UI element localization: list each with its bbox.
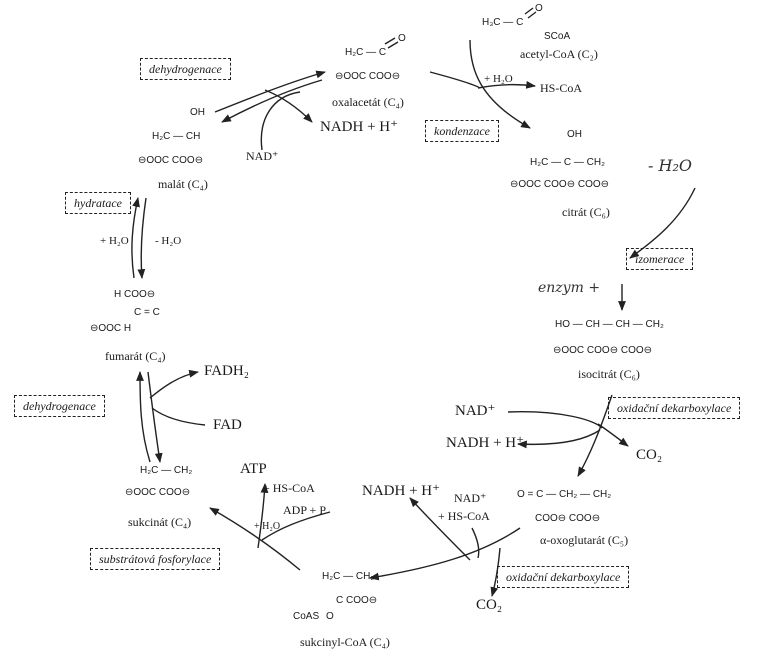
- cofactor-h2o-plus: + H₂O: [484, 73, 513, 85]
- citrate-structure-line1: H₂C — C — CH₂: [530, 157, 605, 168]
- cofactor-h2o-sub: + H₂O: [254, 521, 281, 532]
- arrow-fumarate-to-malate: [131, 197, 140, 279]
- malate-structure-line1: H₂C — CH: [152, 131, 201, 142]
- oxalacetate-structure-oxygen: O: [398, 33, 406, 44]
- arrow-succinate-to-fumarate: [136, 371, 151, 463]
- handwritten-minus-h2o: - H₂O: [648, 156, 692, 175]
- enzyme-oxidative-decarboxylation-2: oxidační dekarboxylace: [497, 566, 630, 588]
- oxalacetate-structure-line1: H₂C — C: [345, 47, 387, 58]
- compound-succinylcoa: sukcinyl-CoA (C₄): [300, 635, 390, 649]
- cofactor-fadh2: FADH₂: [204, 363, 249, 379]
- compound-oxoglutarate: α-oxoglutarát (C₅): [540, 533, 629, 547]
- handwritten-enzym: enzym +: [538, 280, 601, 296]
- arrow-co2-out-right: [597, 423, 629, 447]
- arrow-nad-bottom-in: [471, 527, 480, 559]
- arrow-condensation-oxal: [429, 71, 481, 89]
- bond-oxal-double: [384, 37, 399, 49]
- cofactor-adp: ADP + P: [283, 503, 327, 517]
- cofactor-hydration-minus: - H₂O: [155, 235, 182, 247]
- enzyme-dehydrogenase-mid: dehydrogenace: [14, 395, 105, 417]
- acetylcoa-structure-oxygen: O: [535, 3, 543, 14]
- arrow-oxoglutarate-to-succinylcoa: [369, 527, 521, 581]
- enzyme-substrate-phosphorylation: substrátová fosforylace: [90, 548, 221, 570]
- malate-structure-oh: OH: [190, 107, 205, 118]
- oxalacetate-structure-line2: ⊖OOC COO⊖: [335, 71, 401, 82]
- isocitrate-structure-line2: ⊖OOC COO⊖ COO⊖: [553, 345, 653, 356]
- arrow-condensation: [469, 39, 531, 129]
- cofactor-nadh-top: NADH + H⁺: [320, 119, 399, 135]
- succinate-structure-line1: H₂C — CH₂: [140, 465, 193, 476]
- arrow-malate-to-fumarate: [137, 197, 147, 279]
- compound-fumarate: fumarát (C₄): [105, 349, 166, 363]
- arrow-fadh2-out: [149, 369, 199, 399]
- arrow-atp-out: [257, 483, 269, 549]
- arrow-nad-in-right: [507, 411, 603, 429]
- succinylcoa-structure-line2: C COO⊖: [336, 595, 378, 606]
- oxoglutarate-structure-line1: O = C — CH₂ — CH₂: [517, 489, 612, 500]
- cofactor-hydration-plus: + H₂O: [100, 235, 129, 247]
- arrow-nadh-bottom: [409, 497, 471, 561]
- oxoglutarate-structure-line2: COO⊖ COO⊖: [535, 513, 601, 524]
- succinylcoa-structure-oxygen: O: [326, 611, 334, 622]
- acetylcoa-structure-line1: H₃C — C: [482, 17, 524, 28]
- cofactor-co2-right: CO₂: [636, 447, 663, 463]
- citrate-structure-line2: ⊖OOC COO⊖ COO⊖: [510, 179, 610, 190]
- cofactor-hscoa-bottom: + HS-CoA: [438, 509, 490, 523]
- arrow-oxalacetate-to-malate: [221, 79, 323, 123]
- fumarate-structure-line1: H COO⊖: [114, 289, 156, 300]
- succinylcoa-structure-coas: CoAS: [293, 611, 320, 622]
- cofactor-atp: ATP: [240, 461, 267, 477]
- arrow-citrate-to-isocitrate: [629, 187, 696, 259]
- arrow-hscoa-out: [477, 80, 536, 89]
- fumarate-structure-line3: ⊖OOC H: [90, 323, 132, 334]
- cofactor-nad-bottom: NAD⁺: [454, 491, 487, 505]
- compound-succinate: sukcinát (C₄): [128, 515, 192, 529]
- bond-acetyl-double: [524, 7, 537, 19]
- cofactor-fad: FAD: [213, 417, 242, 433]
- compound-oxalacetate: oxalacetát (C₄): [332, 95, 404, 109]
- malate-structure-line2: ⊖OOC COO⊖: [138, 155, 204, 166]
- cofactor-nad-top: NAD⁺: [246, 149, 279, 163]
- fumarate-structure-line2: C = C: [134, 307, 160, 318]
- cofactor-co2-bottom: CO₂: [476, 597, 503, 613]
- enzyme-hydration: hydratace: [65, 192, 131, 214]
- arrow-malate-to-oxalacetate: [214, 70, 326, 113]
- enzyme-oxidative-decarboxylation-1: oxidační dekarboxylace: [608, 397, 741, 419]
- arrow-nad-in: [260, 91, 301, 151]
- compound-acetylcoa: acetyl-CoA (C₂): [520, 47, 598, 61]
- succinylcoa-structure-line1: H₂C — CH₂: [322, 571, 375, 582]
- cofactor-hscoa-top: HS-CoA: [540, 81, 583, 95]
- succinate-structure-line2: ⊖OOC COO⊖: [125, 487, 191, 498]
- cofactor-nad-right: NAD⁺: [455, 403, 496, 419]
- arrow-adp-in: [261, 511, 331, 541]
- cofactor-nadh-right: NADH + H⁺: [446, 435, 525, 451]
- arrow-co2-bottom: [490, 547, 501, 597]
- arrow-isocitrate-to-oxoglutarate: [577, 394, 613, 477]
- arrow-fumarate-to-succinate: [147, 371, 163, 463]
- arrow-fad-in: [151, 407, 206, 426]
- compound-citrate: citrát (C₆): [562, 205, 610, 219]
- compound-isocitrate: isocitrát (C₆): [578, 367, 640, 381]
- acetylcoa-structure-scoa: SCoA: [544, 31, 571, 42]
- enzyme-dehydrogenase-top: dehydrogenace: [140, 58, 231, 80]
- arrow-succinylcoa-to-succinate: [209, 507, 301, 571]
- cofactor-nadh-bottom: NADH + H⁺: [362, 483, 441, 499]
- enzyme-condensation: kondenzace: [425, 120, 499, 142]
- isocitrate-structure-line1: HO — CH — CH — CH₂: [555, 319, 664, 330]
- citrate-structure-oh: OH: [567, 129, 582, 140]
- arrow-nadh-out-right: [517, 429, 601, 449]
- arrow-nadh-out: [264, 89, 313, 123]
- enzyme-isomerase: izomerace: [626, 248, 694, 270]
- compound-malate: malát (C₄): [158, 177, 208, 191]
- cofactor-hscoa-left: + HS-CoA: [263, 481, 315, 495]
